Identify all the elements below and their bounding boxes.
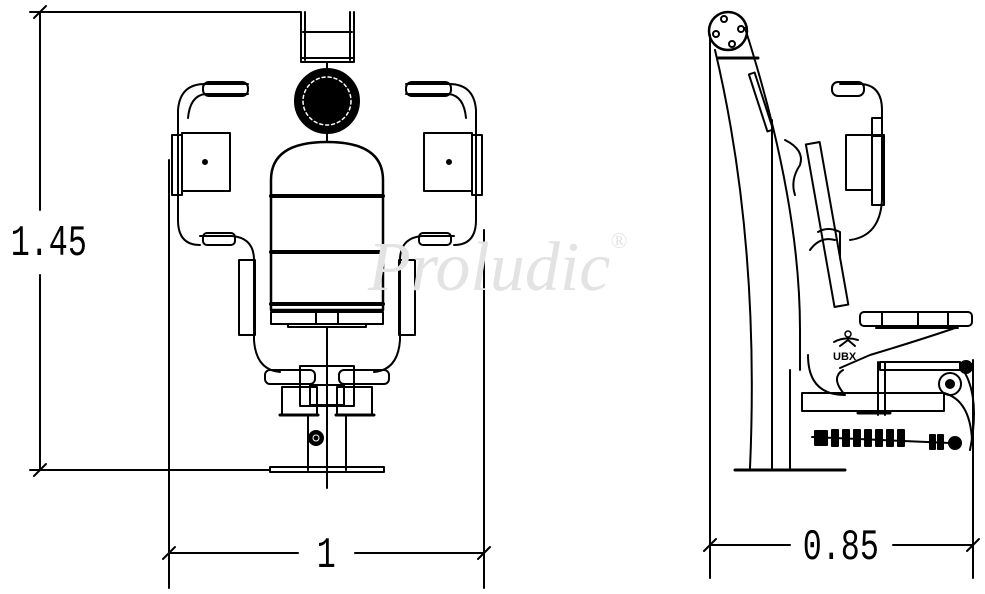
side-handle [831,81,885,241]
side-backrest [804,141,850,308]
depth-dimension-label: 0.85 [802,523,879,573]
front-view [171,11,483,489]
main-post [707,10,847,472]
right-handle-frame [373,81,483,373]
side-seat [839,311,973,369]
height-dimension-label: 1.45 [10,219,87,269]
side-view: UBX [707,10,975,472]
side-mechanism [801,354,975,451]
svg-text:UBX: UBX [833,351,857,363]
top-bracket [300,11,355,71]
rotary-wheel [294,68,360,143]
ubx-logo-icon [833,330,859,347]
left-handle-frame [171,81,281,373]
backrest [269,140,385,328]
height-dimension [29,5,301,477]
width-dimension-label: 1 [316,531,336,581]
width-dimension [162,159,491,589]
side-spring [811,429,962,450]
seat-mechanism [264,327,390,489]
